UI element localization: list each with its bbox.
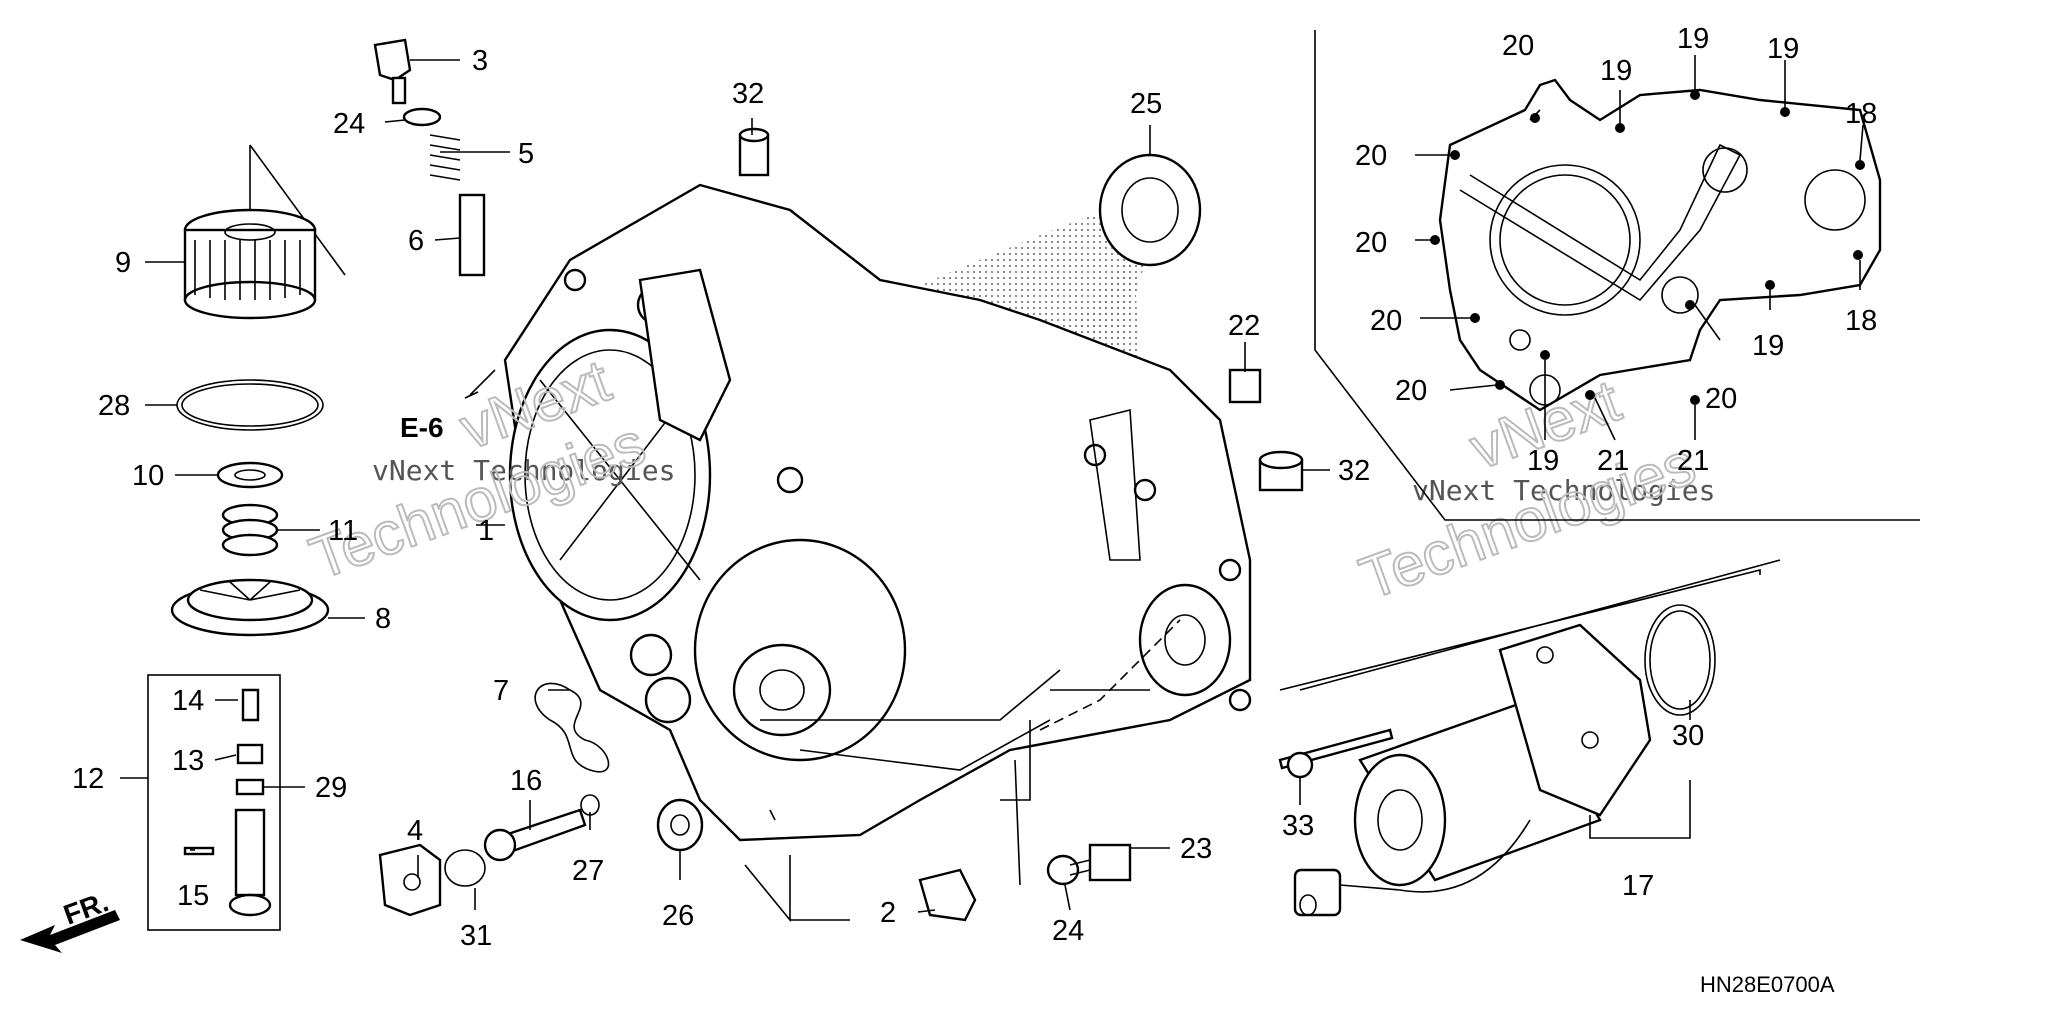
callout-21-a: 21	[1597, 445, 1629, 477]
callout-12: 12	[72, 763, 104, 795]
callout-17: 17	[1622, 870, 1654, 902]
callout-3: 3	[472, 45, 488, 77]
callout-20-b: 20	[1705, 383, 1737, 415]
callout-20-f: 20	[1395, 375, 1427, 407]
callout-32-top: 32	[732, 78, 764, 110]
relief-valve-group	[373, 38, 486, 277]
callout-15: 15	[177, 880, 209, 912]
callout-29: 29	[315, 772, 347, 804]
leader-lines	[120, 55, 1864, 923]
callout-31: 31	[460, 920, 492, 952]
starter-motor	[1278, 559, 1781, 917]
callout-28: 28	[98, 390, 130, 422]
callout-21-b: 21	[1677, 445, 1709, 477]
callout-23: 23	[1180, 833, 1212, 865]
callout-22: 22	[1228, 310, 1260, 342]
callout-5: 5	[518, 138, 534, 170]
callout-33: 33	[1282, 810, 1314, 842]
callout-10: 10	[132, 460, 164, 492]
callout-24-bottom: 24	[1052, 915, 1084, 947]
watermark-text: vNext Technologies	[372, 454, 675, 487]
oil-filter-group	[147, 144, 346, 931]
callout-25: 25	[1130, 88, 1162, 120]
callout-19-b: 19	[1677, 23, 1709, 55]
callout-19-a: 19	[1600, 55, 1632, 87]
watermark-text-right: vNext Technologies	[1412, 474, 1715, 507]
callout-20-a: 20	[1502, 30, 1534, 62]
callout-30: 30	[1672, 720, 1704, 752]
callout-numbers: 3 24 5 6 9 28 10 11 8 14 13 29 12 15 32 …	[72, 23, 1877, 952]
callout-11: 11	[328, 515, 358, 547]
callout-26: 26	[662, 900, 694, 932]
callout-16: 16	[510, 765, 542, 797]
gasket-inset	[1314, 30, 1920, 521]
callout-8: 8	[375, 603, 391, 635]
callout-27: 27	[572, 855, 604, 887]
diagram-code: HN28E0700A	[1700, 972, 1835, 997]
callout-9: 9	[115, 247, 131, 279]
lower-parts	[378, 682, 1132, 922]
callout-20-e: 20	[1370, 305, 1402, 337]
callout-4: 4	[407, 815, 423, 847]
reference-label-e6: E-6	[400, 412, 444, 443]
callout-19-c: 19	[1767, 33, 1799, 65]
crankcase-cover	[503, 183, 1252, 842]
callout-24-top: 24	[333, 108, 365, 140]
callout-20-d: 20	[1355, 227, 1387, 259]
callout-18-b: 18	[1845, 305, 1877, 337]
callout-6: 6	[408, 225, 424, 257]
front-arrow: FR.	[20, 886, 120, 953]
callout-19-e: 19	[1527, 445, 1559, 477]
callout-14: 14	[172, 685, 204, 717]
callout-20-c: 20	[1355, 140, 1387, 172]
callout-19-d: 19	[1752, 330, 1784, 362]
callout-2: 2	[880, 897, 896, 929]
callout-32-right: 32	[1338, 455, 1370, 487]
callout-13: 13	[172, 745, 204, 777]
callout-1: 1	[478, 515, 494, 547]
callout-18-a: 18	[1845, 98, 1877, 130]
callout-7: 7	[493, 675, 509, 707]
